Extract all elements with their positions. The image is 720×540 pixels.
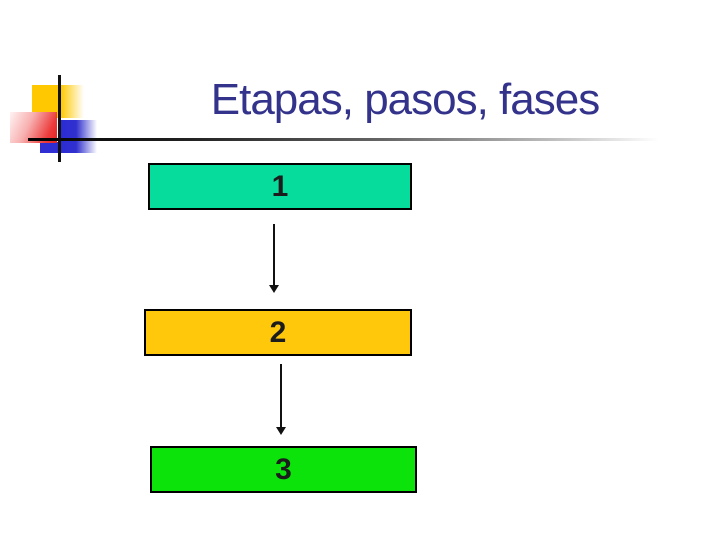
arrow-2-to-3 xyxy=(276,364,286,435)
pink-square-icon xyxy=(10,112,57,143)
arrow-shaft xyxy=(273,224,275,285)
blue-square-tab-icon xyxy=(40,142,60,153)
flow-box-3: 3 xyxy=(150,446,417,493)
arrow-head-icon xyxy=(276,427,286,435)
slide-title: Etapas, pasos, fases xyxy=(210,75,600,124)
flow-box-1-label: 1 xyxy=(271,169,289,203)
arrow-1-to-2 xyxy=(269,224,279,293)
title-underline-rule xyxy=(28,138,678,141)
flow-box-2-label: 2 xyxy=(269,315,287,349)
flow-box-3-label: 3 xyxy=(275,452,292,486)
flow-box-1: 1 xyxy=(148,163,412,210)
crosshair-vertical-line xyxy=(58,75,61,162)
arrow-head-icon xyxy=(269,285,279,293)
blue-square-icon xyxy=(59,120,97,153)
flow-box-2: 2 xyxy=(144,309,412,356)
arrow-shaft xyxy=(280,364,282,427)
